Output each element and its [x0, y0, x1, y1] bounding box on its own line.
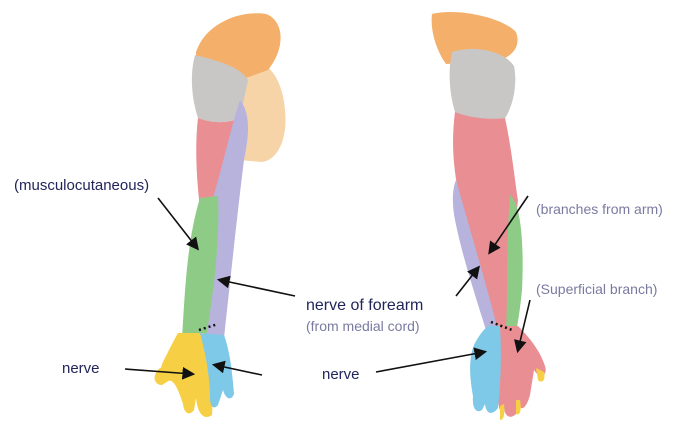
label-from-medial-cord: (from medial cord) [306, 318, 420, 334]
right-axillary-region [450, 49, 516, 120]
label-musculocutaneous: (musculocutaneous) [14, 177, 149, 194]
left-arm [155, 13, 286, 417]
label-nerve-right: nerve [322, 366, 360, 383]
arrow-musculocutaneous [158, 198, 197, 248]
label-nerve-of-forearm: nerve of forearm [306, 297, 423, 315]
label-nerve-left: nerve [62, 360, 100, 377]
arrow-forearm-left [220, 280, 295, 296]
right-hand-blue [470, 326, 501, 413]
label-superficial-branch: (Superficial branch) [536, 281, 657, 297]
arrow-nerve-right [376, 352, 484, 372]
label-branches-from-arm: (branches from arm) [536, 201, 663, 217]
